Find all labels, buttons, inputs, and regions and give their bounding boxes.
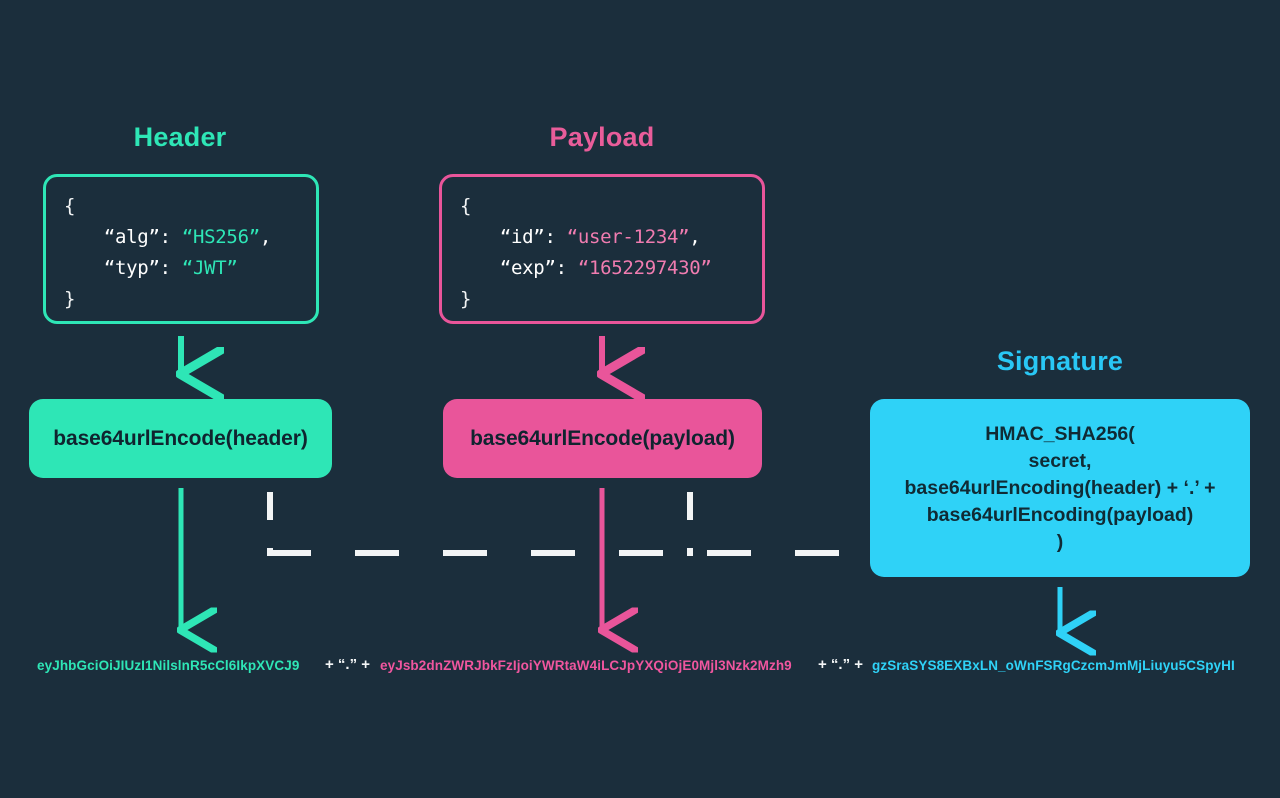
json-key: “id” xyxy=(499,226,545,248)
json-colon: : xyxy=(159,226,171,248)
json-value: “JWT” xyxy=(181,257,238,279)
json-comma: , xyxy=(689,226,701,248)
brace-glyph: { xyxy=(460,195,472,217)
json-value: “user-1234” xyxy=(566,226,690,248)
encoded-signature-token: gzSraSYS8EXBxLN_oWnFSRgCzcmJmMjLiuyu5CSp… xyxy=(872,658,1235,673)
payload-section-title: Payload xyxy=(549,122,655,152)
json-key: “exp” xyxy=(499,257,556,279)
signature-formula-line-4: base64urlEncoding(payload) xyxy=(926,503,1194,526)
token-joiner-first: + “.” + xyxy=(325,656,371,673)
dashed-connector-line xyxy=(267,492,880,556)
json-value: “1652297430” xyxy=(577,257,712,279)
signature-formula-box[interactable]: HMAC_SHA256( secret, base64urlEncoding(h… xyxy=(870,399,1250,577)
signature-section-title: Signature xyxy=(996,346,1124,376)
json-colon: : xyxy=(159,257,171,279)
json-colon: : xyxy=(544,226,556,248)
json-value: “HS256” xyxy=(181,226,260,248)
payload-json-line-exp: “exp”: “1652297430” xyxy=(460,253,744,284)
signature-formula-line-3: base64urlEncoding(header) + ‘.’ + xyxy=(904,476,1216,499)
token-joiner-second: + “.” + xyxy=(818,656,864,673)
header-json-line-typ: “typ”: “JWT” xyxy=(64,253,298,284)
json-colon: : xyxy=(555,257,567,279)
brace-glyph: { xyxy=(64,195,76,217)
json-key: “typ” xyxy=(103,257,160,279)
payload-json-close-brace: } xyxy=(460,284,744,315)
signature-formula-lines: HMAC_SHA256( secret, base64urlEncoding(h… xyxy=(876,421,1244,556)
signature-formula-line-1: HMAC_SHA256( xyxy=(985,422,1135,445)
signature-formula-line-5: ) xyxy=(1056,530,1064,553)
header-json-line-alg: “alg”: “HS256”, xyxy=(64,222,298,253)
base64url-encode-payload-box[interactable]: base64urlEncode(payload) xyxy=(443,399,762,478)
header-section-title: Header xyxy=(133,122,227,152)
brace-glyph: } xyxy=(64,288,76,310)
header-json-box: { “alg”: “HS256”, “typ”: “JWT” } xyxy=(43,174,319,324)
json-comma: , xyxy=(259,226,271,248)
signature-formula-line-2: secret, xyxy=(1028,449,1092,472)
header-json-open-brace: { xyxy=(64,191,298,222)
json-key: “alg” xyxy=(103,226,160,248)
encoded-payload-token: eyJsb2dnZWRJbkFzIjoiYWRtaW4iLCJpYXQiOjE0… xyxy=(380,658,792,673)
brace-glyph: } xyxy=(460,288,472,310)
base64url-encode-header-box[interactable]: base64urlEncode(header) xyxy=(29,399,332,478)
encoded-header-token: eyJhbGciOiJIUzI1NilslnR5cCl6IkpXVCJ9 xyxy=(37,658,300,673)
header-json-close-brace: } xyxy=(64,284,298,315)
payload-json-line-id: “id”: “user-1234”, xyxy=(460,222,744,253)
payload-json-open-brace: { xyxy=(460,191,744,222)
payload-json-box: { “id”: “user-1234”, “exp”: “1652297430”… xyxy=(439,174,765,324)
